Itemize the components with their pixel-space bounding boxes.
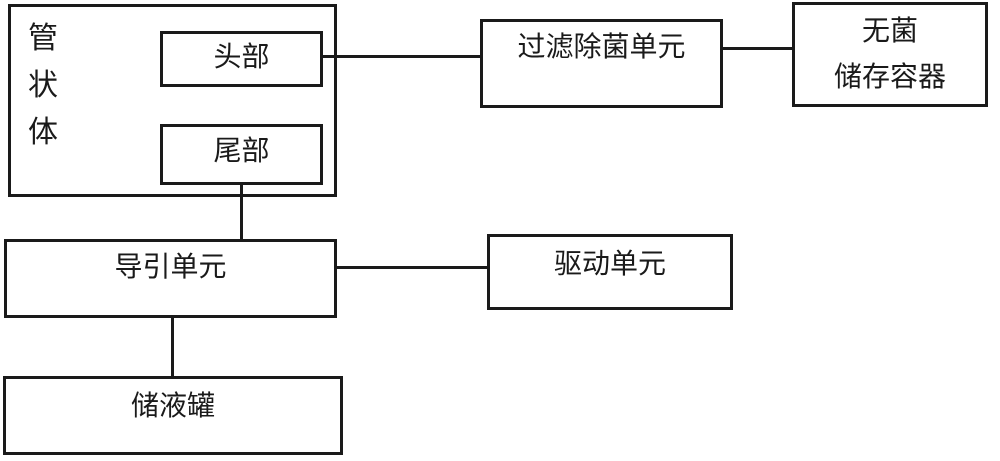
node-liquid-storage-tank-label: 储液罐 [130, 391, 215, 422]
edge-head-to-filter-unit [323, 55, 480, 58]
node-guide-unit-label: 导引单元 [114, 252, 227, 283]
edge-guide-unit-to-drive-unit [337, 266, 487, 269]
edge-guide-unit-to-tank [171, 318, 174, 376]
edge-tail-to-guide-unit [240, 185, 243, 239]
node-tail-label: 尾部 [213, 136, 270, 167]
node-sterile-storage-container: 无菌 储存容器 [792, 2, 988, 107]
node-filter-sterilization-unit: 过滤除菌单元 [480, 19, 723, 108]
node-drive-unit: 驱动单元 [487, 234, 733, 310]
node-guide-unit: 导引单元 [4, 239, 337, 318]
node-filter-sterilization-unit-label: 过滤除菌单元 [517, 32, 686, 63]
node-head-label: 头部 [213, 42, 270, 73]
edge-filter-unit-to-storage [723, 47, 792, 50]
node-tail: 尾部 [160, 124, 323, 185]
node-liquid-storage-tank: 储液罐 [3, 376, 343, 455]
node-tubular-body-label: 管 状 体 [28, 22, 58, 149]
node-drive-unit-label: 驱动单元 [553, 249, 666, 280]
node-head: 头部 [160, 31, 323, 87]
node-sterile-storage-container-label: 无菌 储存容器 [833, 15, 946, 93]
